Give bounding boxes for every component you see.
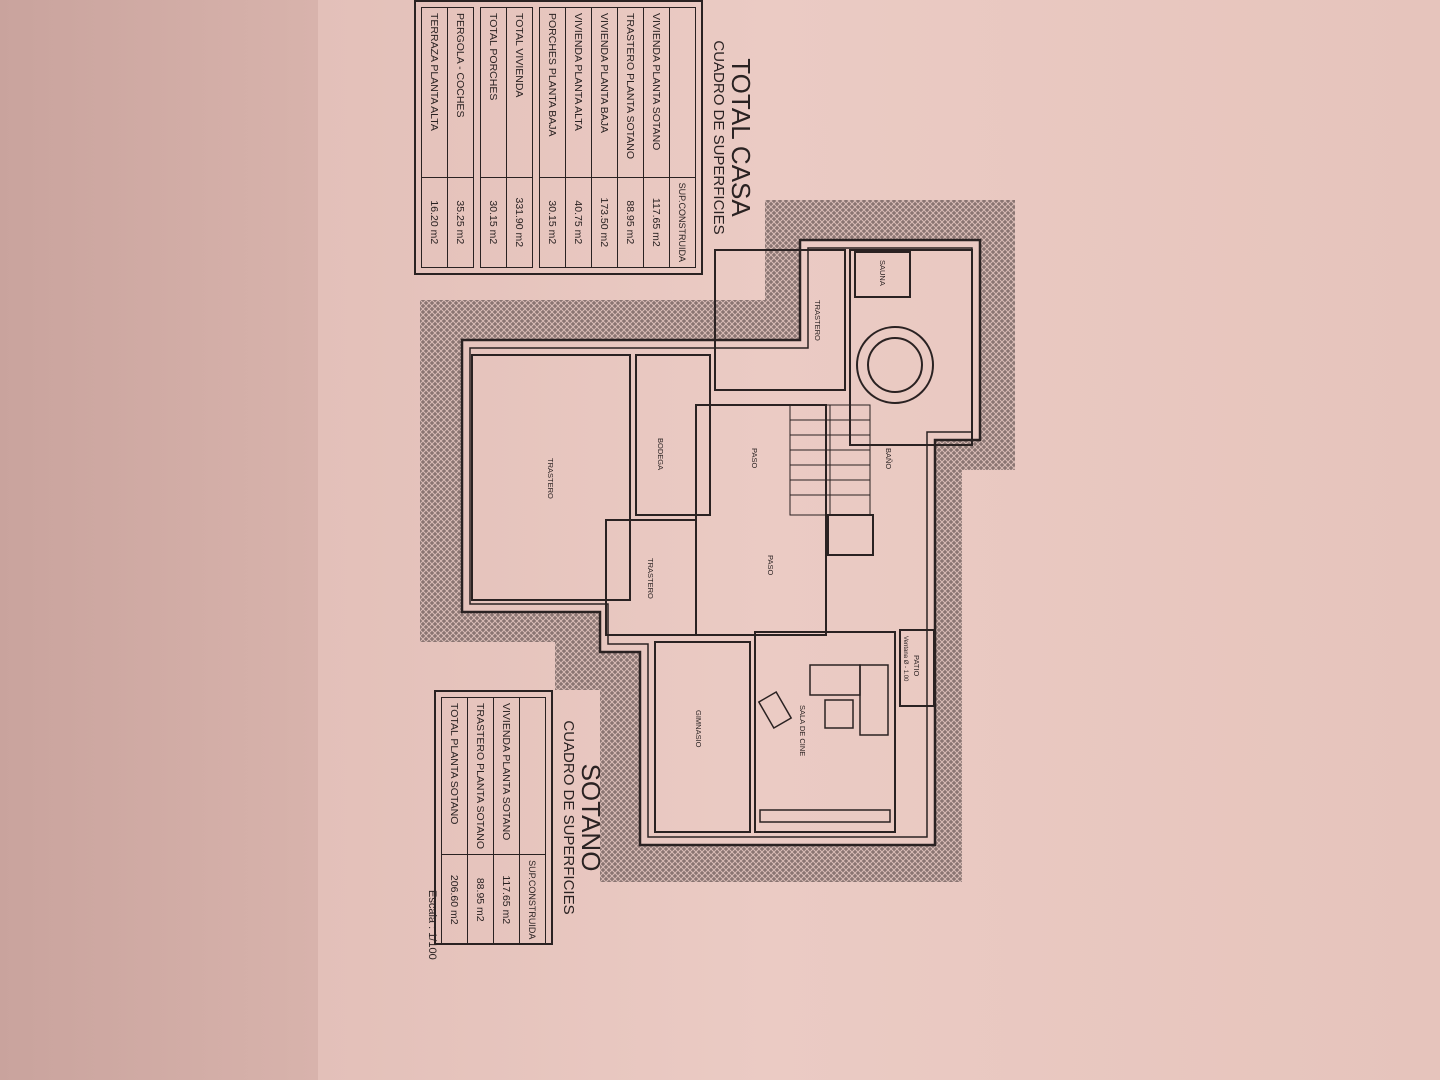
room-patio [899, 629, 935, 707]
paper-fold-left [0, 0, 318, 1080]
label-paso-lower: PASO [766, 555, 775, 575]
label-bano: BAÑO [884, 448, 893, 469]
room-bodega [635, 354, 711, 516]
paper-sheet [318, 0, 1440, 1080]
room-trastero-big [471, 354, 631, 601]
label-ventana: Ventana Ø - 1.00 [902, 636, 908, 682]
room-sala-cine [754, 631, 896, 833]
label-trastero-small: TRASTERO [646, 558, 655, 599]
label-sala-cine: SALA DE CINE [798, 705, 807, 756]
toilet-room [827, 514, 874, 556]
room-paso [695, 404, 827, 636]
label-patio: PATIO [912, 655, 921, 677]
retaining-wall-hatch [420, 200, 1015, 882]
label-trastero-big: TRASTERO [546, 458, 555, 499]
room-trastero-top [714, 249, 846, 391]
cinema-sofa [757, 664, 891, 823]
room-sauna [854, 251, 911, 298]
label-trastero-top: TRASTERO [813, 300, 822, 341]
building-outline [460, 238, 982, 847]
label-sauna: SAUNA [878, 260, 887, 286]
room-bano [849, 249, 973, 446]
stairs [789, 404, 871, 516]
label-gimnasio: GIMNASIO [694, 710, 703, 748]
label-paso-upper: PASO [750, 448, 759, 468]
label-bodega: BODEGA [656, 438, 665, 470]
pool-circle [856, 326, 934, 404]
room-gimnasio [654, 641, 751, 833]
